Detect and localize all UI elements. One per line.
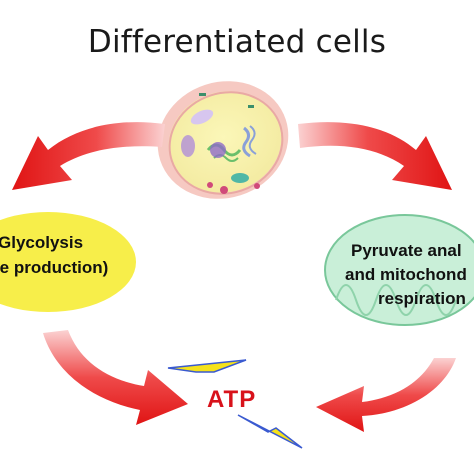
atp-label: ATP xyxy=(207,386,257,413)
lightning-bolt-top xyxy=(167,359,247,373)
arrow-cell-to-glycolysis xyxy=(12,122,165,190)
glycolysis-ellipse xyxy=(0,212,136,312)
mitochondrion-shape xyxy=(324,214,474,326)
cell-illustration xyxy=(157,81,289,199)
glycolysis-sublabel: te production) xyxy=(0,258,109,277)
pyruvate-label-line2: and mitochond xyxy=(345,265,467,284)
lightning-bolt-bottom xyxy=(237,414,303,449)
pyruvate-label-line1: Pyruvate anal xyxy=(351,241,462,260)
arrow-glycolysis-to-atp xyxy=(43,330,188,425)
pyruvate-label-line3: respiration xyxy=(378,289,466,308)
glycolysis-label: Glycolysis xyxy=(0,233,84,252)
arrow-mitochondria-to-atp xyxy=(316,358,456,432)
arrow-cell-to-mitochondria xyxy=(298,122,452,190)
diagram-title: Differentiated cells xyxy=(87,24,387,60)
